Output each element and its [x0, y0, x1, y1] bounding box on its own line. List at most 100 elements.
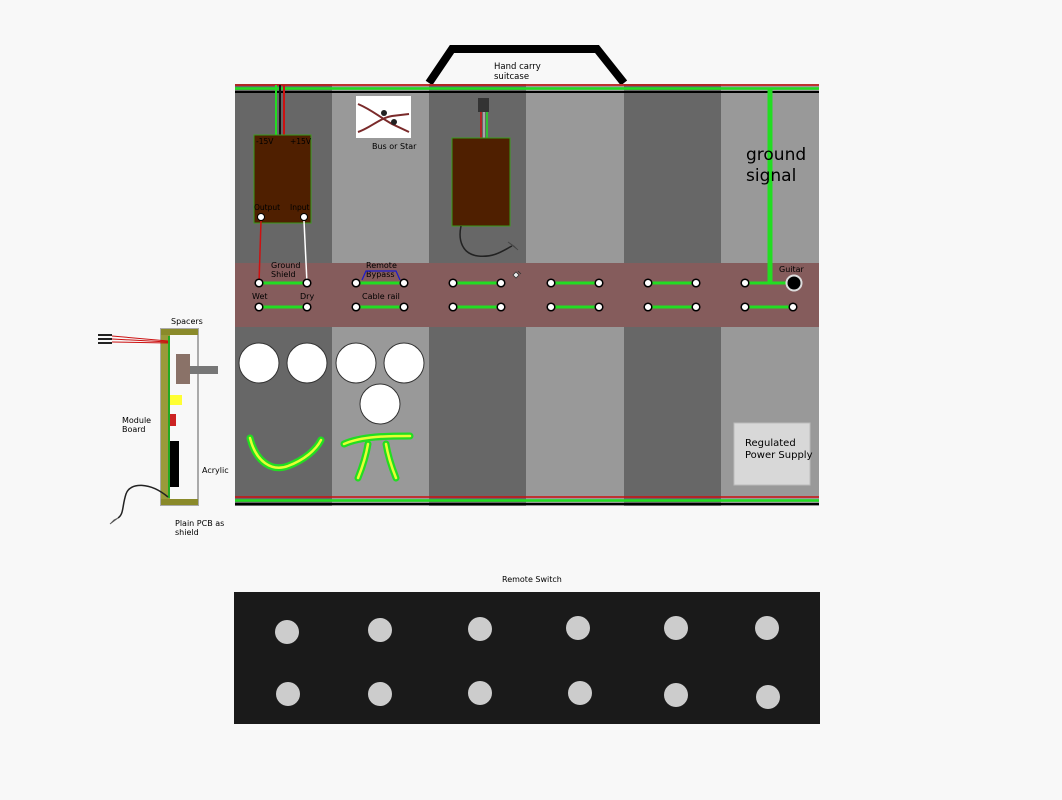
ground-shield-label-line2: Shield: [271, 270, 296, 279]
rail-post: [691, 302, 701, 312]
cable-rail-band: [235, 263, 819, 327]
module-side-view: Spacers Module Board Acrylic Plain PCB a…: [98, 317, 229, 537]
remote-switch-label: Remote Switch: [502, 575, 562, 584]
module3-cable: [459, 225, 513, 258]
rail-row-upper: [254, 278, 793, 288]
rail-post: [302, 278, 312, 288]
voltage-neg-label: -15V: [256, 137, 274, 146]
module-board-label-line2: Board: [122, 425, 146, 434]
cable-rail-label: Cable rail: [362, 292, 400, 301]
ground-signal-label-line2: signal: [746, 166, 796, 186]
module3-plug: [507, 241, 519, 251]
potentiometer-body: [176, 354, 190, 384]
rail-post: [594, 302, 604, 312]
rail-post: [740, 278, 750, 288]
footswitch-button[interactable]: [468, 681, 492, 705]
rail-post: [643, 278, 653, 288]
footswitch-button[interactable]: [566, 616, 590, 640]
regulated-power-supply: Regulated Power Supply: [733, 422, 813, 486]
voltage-pos-label: +15V: [290, 137, 312, 146]
power-supply-box: [733, 422, 811, 486]
cable-connector: [98, 334, 112, 344]
footswitch-button[interactable]: [664, 616, 688, 640]
footswitch-button[interactable]: [568, 681, 592, 705]
remote-bypass-label-line1: Remote: [366, 261, 397, 270]
rail-post: [351, 302, 361, 312]
remote-bypass-label-line2: Bypass: [366, 270, 395, 279]
footswitch-button[interactable]: [368, 682, 392, 706]
output-plug: [109, 517, 119, 525]
rail-post: [643, 302, 653, 312]
knob: [383, 342, 425, 384]
footswitch-button[interactable]: [664, 683, 688, 707]
pcb-shield: [161, 329, 170, 505]
black-component: [170, 441, 179, 487]
rail-post: [496, 278, 506, 288]
rail-post: [740, 302, 750, 312]
inset-cable-2: [357, 113, 410, 133]
output-label: Output: [254, 203, 280, 212]
rail-post: [448, 278, 458, 288]
wet-label: Wet: [252, 292, 268, 301]
module-board-label-line1: Module: [122, 416, 151, 425]
guitar-label: Guitar: [779, 265, 805, 274]
suitcase-board: [235, 84, 819, 506]
potentiometer-shaft: [190, 366, 218, 374]
footswitch-button[interactable]: [275, 620, 299, 644]
led-light-pipes: [246, 432, 414, 482]
top-spacer: [161, 329, 198, 335]
inset-connector-2: [391, 119, 397, 125]
rail-post: [594, 278, 604, 288]
footswitch-button[interactable]: [756, 685, 780, 709]
inset-connector-1: [381, 110, 387, 116]
footswitch-button[interactable]: [368, 618, 392, 642]
footswitch-button[interactable]: [276, 682, 300, 706]
output-jack: [257, 213, 265, 221]
handle-label-line1: Hand carry: [494, 62, 541, 72]
rail-post: [254, 278, 264, 288]
rail-post: [302, 302, 312, 312]
dry-label: Dry: [300, 292, 314, 301]
bus-or-star-label: Bus or Star: [372, 142, 417, 151]
acrylic-label: Acrylic: [202, 466, 229, 475]
cable-wires: [111, 335, 169, 344]
rail-post: [448, 302, 458, 312]
power-supply-label-line1: Regulated: [745, 438, 796, 449]
bottom-spacer: [161, 499, 198, 505]
footswitch-button[interactable]: [755, 616, 779, 640]
ground-signal: ground signal: [746, 89, 806, 292]
input-label: Input: [290, 203, 309, 212]
rail-post: [788, 302, 798, 312]
rail-post: [254, 302, 264, 312]
module-box-1: [253, 134, 312, 224]
pi-pipe-inner: [342, 434, 412, 480]
rail-labels: Ground Shield Remote Bypass Cable rail W…: [252, 261, 805, 301]
rail-row-lower: [254, 302, 798, 312]
rail-post: [399, 278, 409, 288]
footswitch-button[interactable]: [468, 617, 492, 641]
inset-box: [356, 96, 411, 138]
yellow-component: [170, 395, 182, 405]
rail-post: [399, 302, 409, 312]
guitar-jack: [785, 274, 803, 292]
knobs: [238, 342, 425, 425]
wet-wire: [258, 220, 262, 284]
module3-connector: [478, 98, 489, 112]
bus-or-star-inset: Bus or Star: [356, 96, 417, 151]
handle-label-line2: suitcase: [494, 72, 529, 82]
input-jack: [300, 213, 308, 221]
module-box-3: [451, 137, 511, 227]
rail-post: [546, 302, 556, 312]
small-cable-clip: [512, 270, 522, 279]
smile-pipe-inner: [248, 436, 323, 469]
ground-shield-label-line1: Ground: [271, 261, 300, 270]
knob: [286, 342, 328, 384]
knob: [238, 342, 280, 384]
power-supply-label-line2: Power Supply: [745, 450, 813, 461]
plain-pcb-label-line2: shield: [175, 528, 199, 537]
remote-bypass-bracket: [361, 270, 401, 281]
knob: [335, 342, 377, 384]
plain-pcb-label-line1: Plain PCB as: [175, 519, 224, 528]
rail-post: [546, 278, 556, 288]
